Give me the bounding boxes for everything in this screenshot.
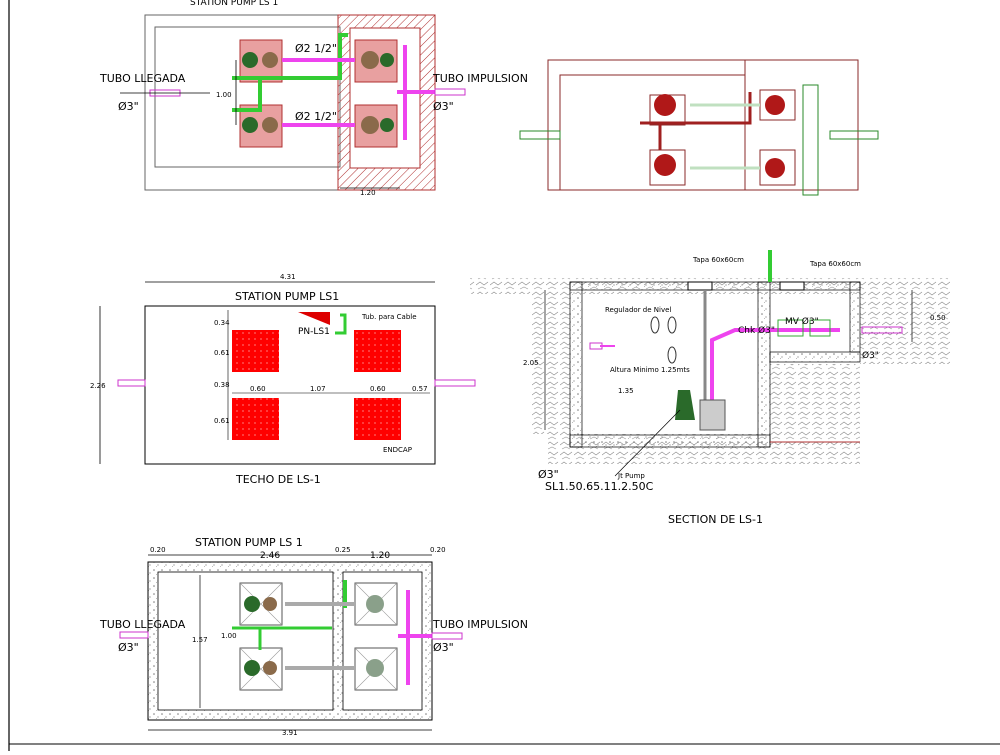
section-pump-note: Jt Pump	[617, 472, 645, 480]
roof-marker: PN-LS1	[298, 327, 330, 337]
plan1-dim-wetwell: 1.20	[360, 189, 376, 197]
roof-dim-g: 0.60	[370, 385, 386, 393]
plan2-dim-025: 0.25	[335, 546, 351, 554]
plan2-dim-391: 3.91	[282, 729, 298, 737]
section-gate-valve: MV Ø3"	[785, 316, 819, 327]
plan2-inlet-label: TUBO LLEGADA	[99, 618, 186, 631]
plan2-dim-246: 2.46	[260, 551, 280, 561]
plan2-inlet-dia: Ø3"	[118, 641, 139, 654]
plan1-dim-height: 1.00	[216, 91, 232, 99]
section-outlet: Ø3"	[862, 350, 879, 361]
plan2-outlet-dia: Ø3"	[433, 641, 454, 654]
section-min-height: Altura Minimo 1.25mts	[610, 366, 690, 374]
section-pump-model: SL1.50.65.11.2.50C	[545, 480, 654, 493]
plan2-outlet-label: TUBO IMPULSION	[432, 618, 528, 631]
section-check-valve: Chk Ø3"	[738, 325, 775, 336]
plan2-dim-120: 1.20	[370, 551, 390, 561]
section-level-reg: Regulador de Nivel	[605, 306, 671, 314]
top-title-partial: STATION PUMP LS 1	[190, 0, 278, 8]
roof-cover-note: ENDCAP	[383, 446, 412, 454]
roof-plan: 4.31 STATION PUMP LS1 2.26 PN-LS1 Tub. p…	[90, 273, 476, 486]
plan1-outlet-dia: Ø3"	[433, 100, 454, 113]
plan1-pipe-bottom: Ø2 1/2"	[295, 110, 337, 123]
section-view: Tapa 60x60cm Tapa 60x60cm Regulador de N…	[470, 250, 950, 526]
plan2-dim-157: 1.57	[192, 636, 208, 644]
plan1-inlet-dia: Ø3"	[118, 100, 139, 113]
section-dim-depth: 2.05	[523, 359, 539, 367]
plan2-dim-100: 1.00	[221, 632, 237, 640]
plan1-outlet-label: TUBO IMPULSION	[432, 72, 528, 85]
plan2-dim-020a: 0.20	[150, 546, 166, 554]
roof-dim-f: 1.07	[310, 385, 326, 393]
plan-view-red	[519, 59, 879, 196]
section-lid2: Tapa 60x60cm	[809, 260, 861, 268]
roof-dim-a: 0.34	[214, 319, 230, 327]
section-lid1: Tapa 60x60cm	[692, 256, 744, 264]
plan2-title: STATION PUMP LS 1	[195, 536, 303, 549]
section-h135: 1.35	[618, 387, 634, 395]
roof-dim-e: 0.60	[250, 385, 266, 393]
plan1-inlet-label: TUBO LLEGADA	[99, 72, 186, 85]
roof-caption: TECHO DE LS-1	[235, 473, 321, 486]
roof-cable-note: Tub. para Cable	[361, 313, 417, 321]
plan2-dim-020b: 0.20	[430, 546, 446, 554]
roof-dim-c: 0.38	[214, 381, 230, 389]
roof-dim-h: 0.57	[412, 385, 428, 393]
roof-dim-b: 0.61	[214, 349, 230, 357]
plan1-pipe-top: Ø2 1/2"	[295, 42, 337, 55]
roof-title: STATION PUMP LS1	[235, 290, 339, 303]
section-dim-right: 0.50	[930, 314, 946, 322]
plan-view-2: STATION PUMP LS 1 0.20 2.46 0.25 1.20 0.…	[99, 536, 528, 737]
roof-dim-d: 0.61	[214, 417, 230, 425]
roof-dim-total: 4.31	[280, 273, 296, 281]
plan-view-1: STATION PUMP LS 1 TUBO LLEGADA Ø3" TUBO …	[99, 0, 528, 197]
section-inlet: Ø3"	[538, 468, 559, 481]
section-caption: SECTION DE LS-1	[668, 513, 763, 526]
roof-dim-height: 2.26	[90, 382, 106, 390]
